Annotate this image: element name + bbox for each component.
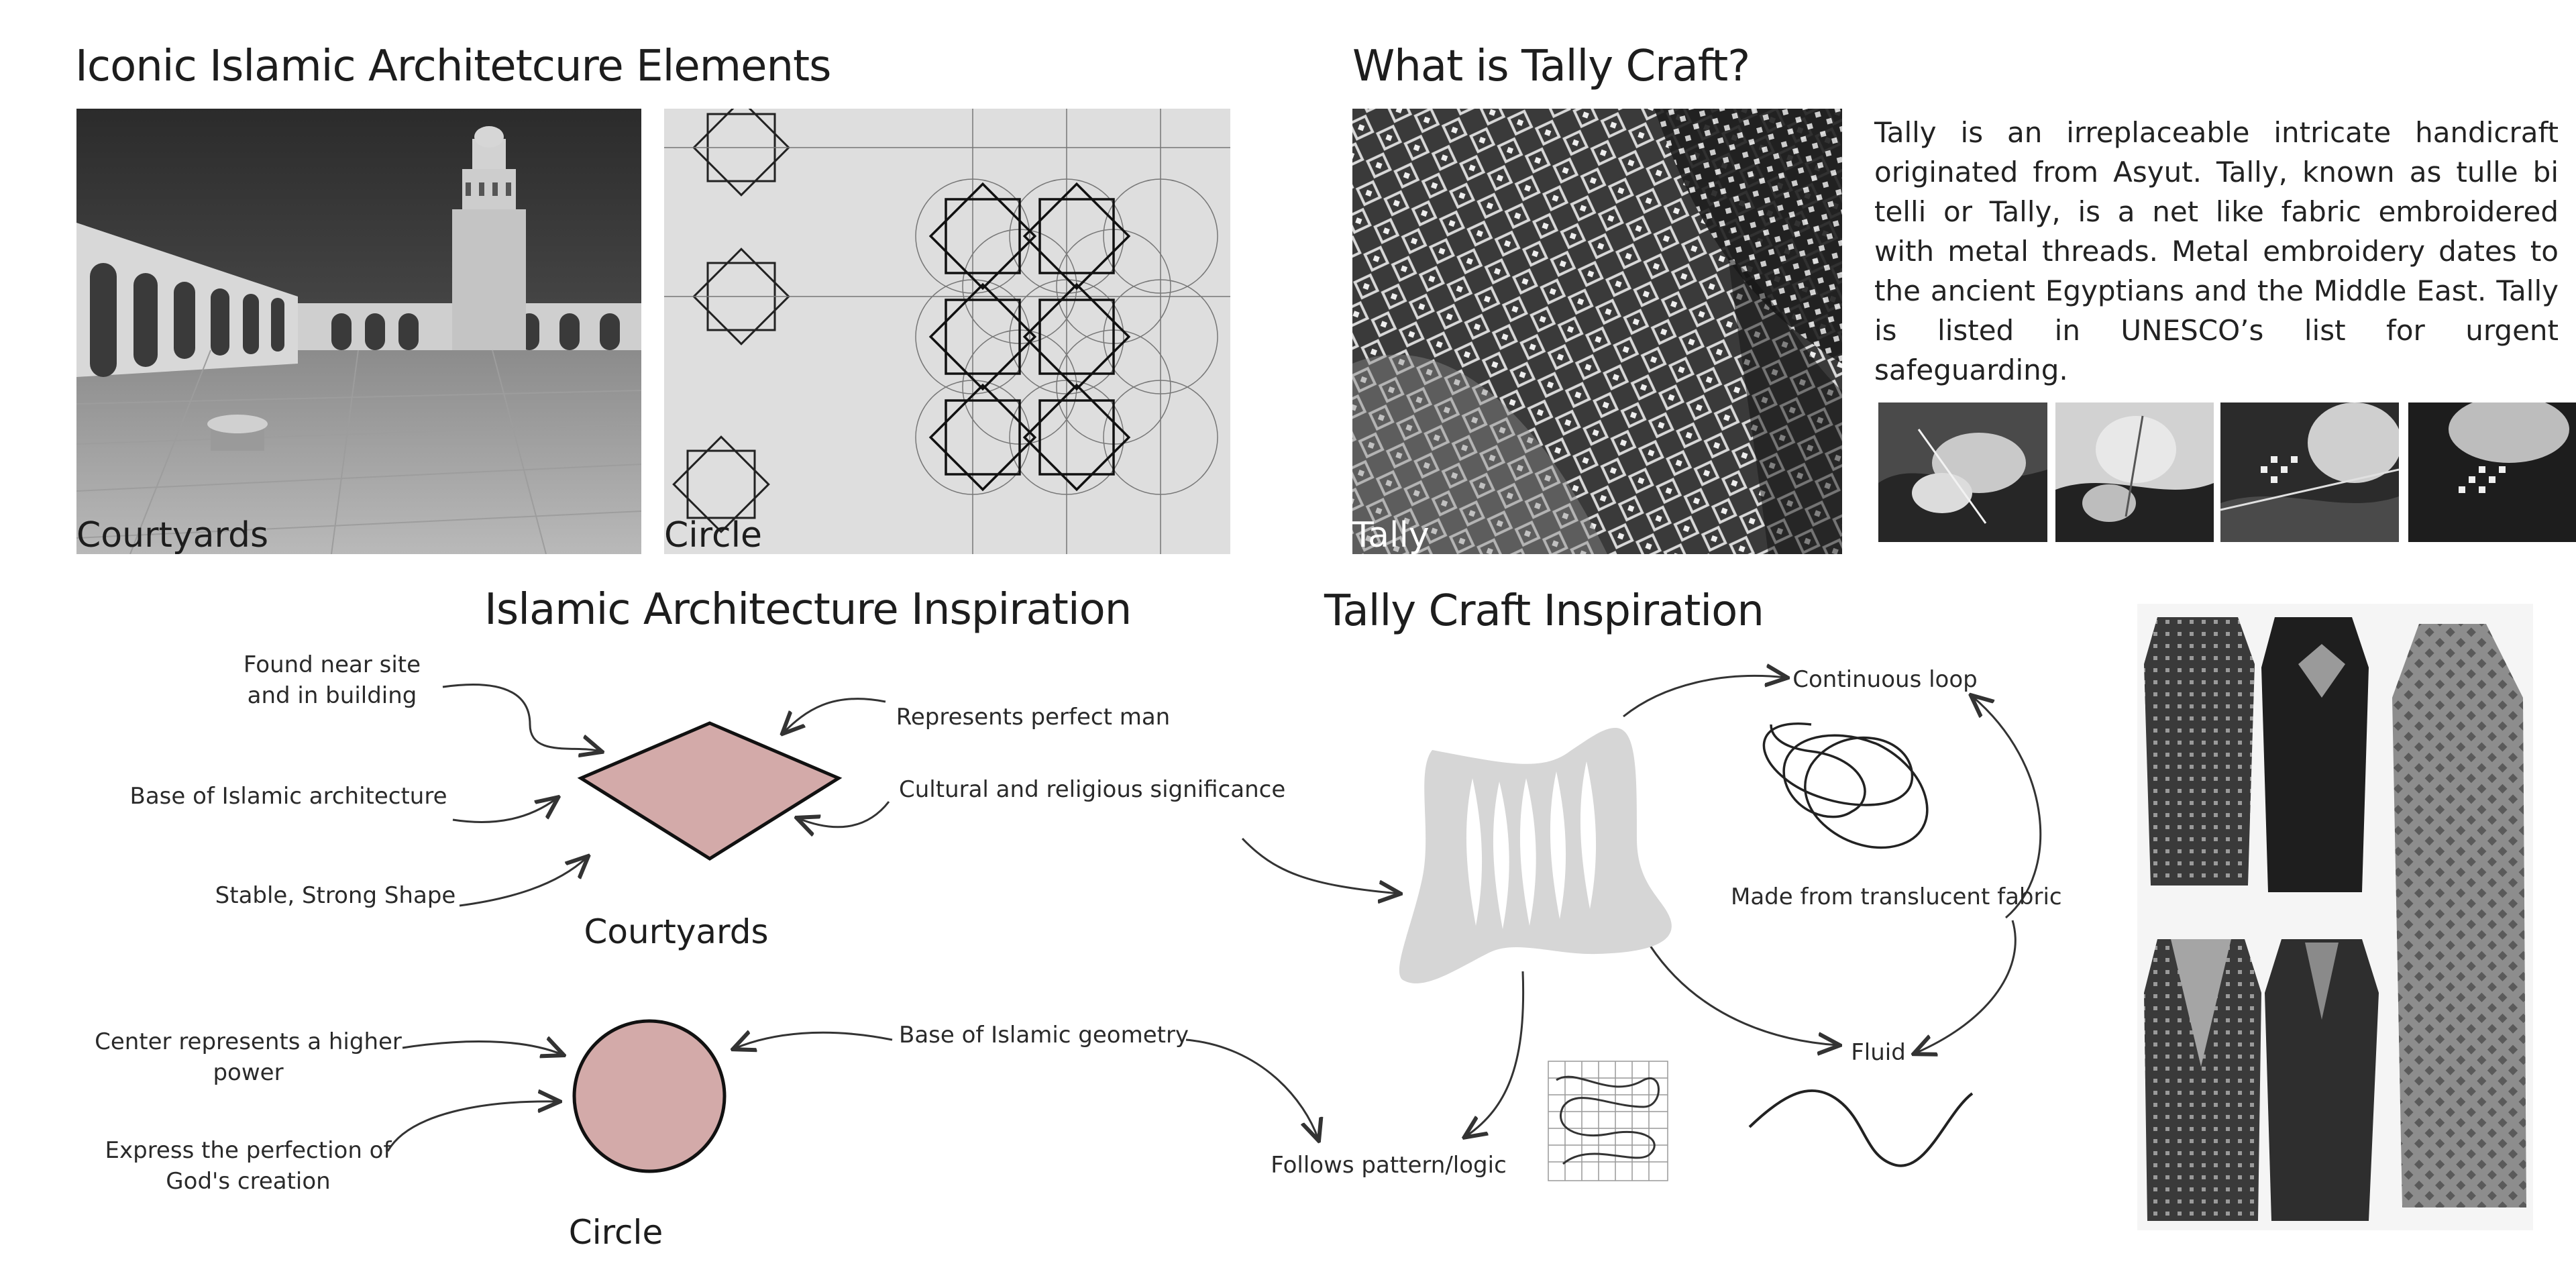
tally-fabric-drawing: [1352, 109, 1842, 554]
courtyards-photo-label: Courtyards: [76, 515, 269, 554]
label-fluid: Fluid: [1851, 1039, 1906, 1066]
tally-description: Tally is an irreplaceable intricate hand…: [1874, 116, 2559, 386]
tally-dresses-drawing: [2137, 604, 2533, 1230]
arrow-stable: [459, 857, 587, 907]
tally-title: What is Tally Craft?: [1352, 42, 1750, 91]
arch-elements-title: Iconic Islamic Architetcure Elements: [75, 42, 831, 91]
circle-pattern-photo: Circle: [664, 109, 1230, 554]
tally-inspiration-title: Tally Craft Inspiration: [1324, 586, 1764, 636]
embroidery-photo-4-drawing: [2408, 402, 2576, 542]
label-base-of-islamic-geometry: Base of Islamic geometry: [899, 1022, 1189, 1049]
label-express-perfection: Express the perfection of God's creation: [105, 1137, 392, 1195]
arrow-express: [386, 1102, 558, 1152]
embroidery-photo-3: [2220, 402, 2399, 542]
label-cultural-religious-significance: Cultural and religious significance: [899, 776, 1286, 803]
embroidery-photo-2-drawing: [2055, 402, 2214, 542]
label-center-represents-higher-power: Center represents a higher power: [95, 1028, 402, 1086]
arrow-base-geometry: [735, 1032, 893, 1049]
arrow-blob-to-pattern: [1466, 971, 1525, 1136]
circle-pattern-drawing: [664, 109, 1230, 554]
courtyard-diamond-shape: [577, 721, 843, 861]
label-stable-strong-shape: Stable, Strong Shape: [215, 882, 456, 909]
label-follows-pattern-logic: Follows pattern/logic: [1271, 1152, 1507, 1179]
arrow-perfect-man: [784, 698, 886, 733]
arrow-base-geometry-to-pattern: [1185, 1038, 1318, 1139]
pattern-grid: [1548, 1061, 1668, 1181]
arrow-cultural: [798, 801, 890, 827]
arch-inspiration-title: Islamic Architecture Inspiration: [484, 585, 1132, 635]
embroidery-photo-2: [2055, 402, 2214, 542]
tally-dresses-photo: [2137, 604, 2533, 1230]
courtyard-photo: Courtyards: [76, 109, 641, 554]
arrow-cultural-to-blob: [1241, 837, 1399, 894]
embroidery-photo-1: [1878, 402, 2047, 542]
arrow-found-near: [442, 684, 600, 751]
continuous-loop-scribble: [1762, 722, 1929, 849]
arrow-blob-to-fluid: [1649, 945, 1838, 1045]
courtyards-caption: Courtyards: [584, 912, 769, 951]
tally-fabric-photo: Tally: [1352, 109, 1842, 554]
courtyard-photo-drawing: [76, 109, 641, 554]
circle-caption: Circle: [568, 1213, 663, 1252]
label-found-near-site: Found near site and in building: [243, 651, 421, 709]
pattern-grid-line: [1556, 1075, 1660, 1165]
fluid-wave: [1748, 1089, 1974, 1167]
label-made-from-translucent-fabric: Made from translucent fabric: [1731, 883, 2062, 910]
embroidery-photo-1-drawing: [1878, 402, 2047, 542]
label-continuous-loop: Continuous loop: [1792, 666, 1978, 693]
arrow-blob-to-loop: [1623, 676, 1786, 718]
tally-photo-label: Tally: [1352, 515, 1430, 554]
arrow-base-arch: [452, 798, 557, 823]
tally-blob-shape: [1399, 728, 1672, 983]
circle-photo-label: Circle: [664, 515, 763, 554]
label-base-of-islamic-architecture: Base of Islamic architecture: [129, 783, 447, 810]
embroidery-photo-4: [2408, 402, 2576, 542]
arrow-center: [402, 1042, 562, 1055]
circle-shape: [572, 1019, 727, 1173]
label-represents-perfect-man: Represents perfect man: [896, 704, 1171, 731]
arrow-translucent-to-fluid: [1915, 920, 2017, 1053]
embroidery-photo-3-drawing: [2220, 402, 2399, 542]
